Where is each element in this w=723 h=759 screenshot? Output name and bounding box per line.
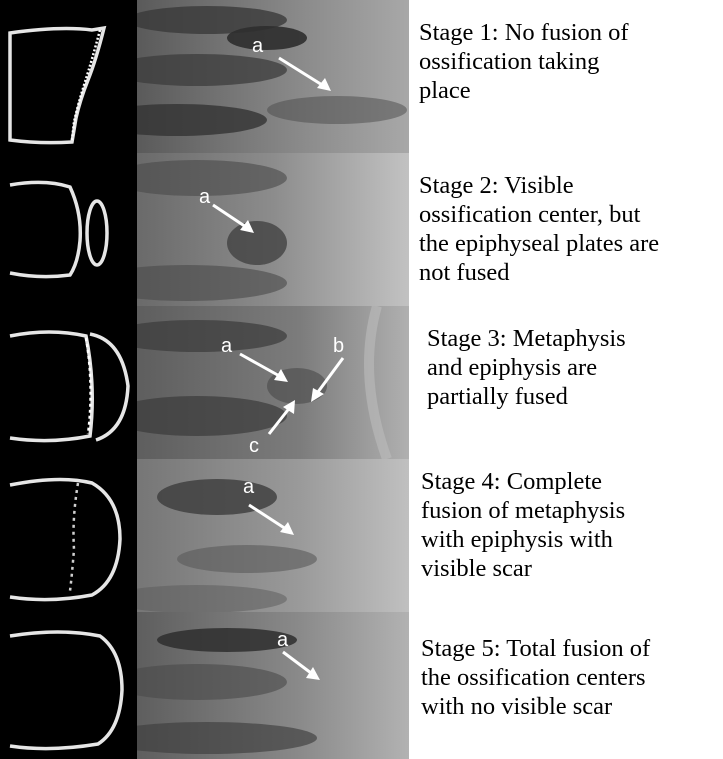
stage-2-bone-diagram: [0, 153, 137, 306]
stage-1-row: a Stage 1: No fusion of ossification tak…: [0, 0, 723, 153]
stage-5-bone-diagram: [0, 612, 137, 759]
arrow-label-a: a: [221, 335, 233, 357]
stage-2-caption: Stage 2: Visible ossification center, bu…: [419, 171, 659, 287]
stage-4-bone-diagram: [0, 459, 137, 612]
arrow-label-a: a: [243, 476, 255, 498]
stage-4-caption: Stage 4: Complete fusion of metaphysis w…: [421, 467, 625, 583]
stage-3-row: a b c Stage 3: Metaphysis and epiphysis …: [0, 306, 723, 459]
arrow-label-c: c: [249, 435, 259, 457]
arrow-label-b: b: [333, 335, 344, 357]
stage-4-row: a Stage 4: Complete fusion of metaphysis…: [0, 459, 723, 612]
stage-1-xray-image: a: [137, 0, 409, 153]
stage-1-caption: Stage 1: No fusion of ossification takin…: [419, 18, 629, 105]
stage-3-caption: Stage 3: Metaphysis and epiphysis are pa…: [427, 324, 626, 411]
stage-2-row: a Stage 2: Visible ossification center, …: [0, 153, 723, 306]
stage-3-bone-diagram: [0, 306, 137, 459]
stage-5-xray-image: a: [137, 612, 409, 759]
stage-5-caption: Stage 5: Total fusion of the ossificatio…: [421, 634, 650, 721]
stage-3-xray-image: a b c: [137, 306, 409, 459]
stage-1-bone-diagram: [0, 0, 137, 153]
stage-2-xray-image: a: [137, 153, 409, 306]
stage-4-xray-image: a: [137, 459, 409, 612]
arrow-label-a: a: [199, 186, 211, 208]
arrow-label-a: a: [277, 629, 289, 651]
arrow-label-a: a: [252, 35, 264, 57]
stage-5-row: a Stage 5: Total fusion of the ossificat…: [0, 612, 723, 759]
